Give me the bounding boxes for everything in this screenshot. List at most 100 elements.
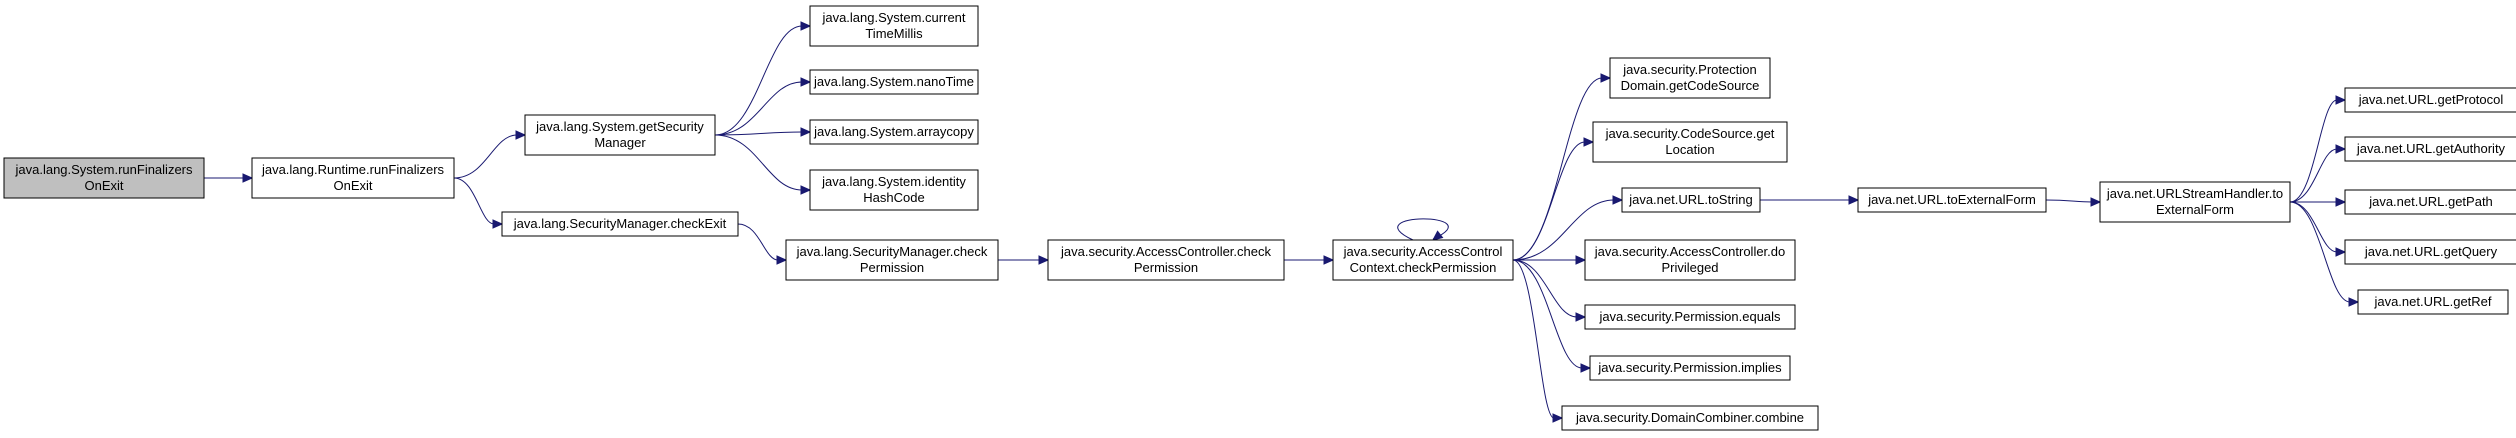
node-label: java.lang.System.arraycopy	[813, 124, 974, 139]
edge-line	[2289, 201, 2351, 303]
node-java-lang-securitymanager-checkpermission[interactable]: java.lang.SecurityManager.checkPermissio…	[785, 239, 999, 281]
edge-arrowhead	[1575, 255, 1587, 265]
node-label: java.net.URL.getProtocol	[2358, 92, 2504, 107]
edge-n_ush-to-n_gquery	[2289, 201, 2347, 257]
edge-line	[1512, 199, 1615, 261]
node-label: java.security.AccessController.check	[1060, 244, 1272, 259]
edge-line	[714, 25, 803, 136]
node-box	[1592, 121, 1788, 163]
node-java-net-url-toexternalform[interactable]: java.net.URL.toExternalForm	[1857, 187, 2047, 213]
edge-n_rt-to-n_gsm	[453, 130, 527, 179]
node-box	[809, 169, 979, 211]
node-label: HashCode	[863, 190, 924, 205]
node-label: java.net.URL.getRef	[2373, 294, 2491, 309]
node-java-net-url-getquery[interactable]: java.net.URL.getQuery	[2344, 239, 2516, 265]
node-java-security-accesscontroller-doprivileged[interactable]: java.security.AccessController.doPrivile…	[1584, 239, 1796, 281]
node-label: java.security.Permission.implies	[1597, 360, 1782, 375]
node-java-security-permission-implies[interactable]: java.security.Permission.implies	[1589, 355, 1791, 381]
node-box	[2344, 189, 2516, 215]
node-label: Permission	[1134, 260, 1198, 275]
edge-n_gsm-to-n_ctm	[714, 21, 812, 136]
node-label: Privileged	[1661, 260, 1718, 275]
edge-line	[714, 81, 803, 136]
edge-n_acc_cp-to-n_ac_dp	[1513, 255, 1587, 265]
node-box	[809, 69, 979, 95]
node-java-security-accesscontrolcontext-checkpermission[interactable]: java.security.AccessControlContext.check…	[1332, 239, 1514, 281]
edge-line	[1512, 77, 1603, 261]
node-box	[3, 157, 205, 199]
edge-arrowhead	[1583, 137, 1595, 147]
edge-arrowhead	[492, 219, 504, 229]
edge-arrowhead	[2335, 247, 2347, 257]
node-box	[1621, 187, 1761, 213]
node-label: Domain.getCodeSource	[1621, 78, 1760, 93]
edge-n_acc_cp-to-n_perm_imp	[1512, 259, 1592, 373]
edge-arrowhead	[800, 127, 812, 137]
edge-arrowhead	[1580, 363, 1592, 373]
node-java-security-domaincombiner-combine[interactable]: java.security.DomainCombiner.combine	[1561, 405, 1819, 431]
node-java-net-url-getauthority[interactable]: java.net.URL.getAuthority	[2344, 136, 2516, 162]
edge-arrowhead	[2348, 297, 2360, 307]
node-box	[501, 211, 739, 237]
node-box	[2357, 289, 2509, 315]
node-java-lang-securitymanager-checkexit[interactable]: java.lang.SecurityManager.checkExit	[501, 211, 739, 237]
node-box	[2099, 181, 2291, 223]
node-label: java.net.URLStreamHandler.to	[2106, 186, 2283, 201]
edge-line	[453, 177, 495, 225]
node-label: ExternalForm	[2156, 202, 2234, 217]
edge-arrowhead	[800, 77, 812, 87]
node-box	[251, 157, 455, 199]
edge-n_url_tef-to-n_ush	[2045, 197, 2102, 207]
node-java-security-permission-equals[interactable]: java.security.Permission.equals	[1584, 304, 1796, 330]
edge-n_ush-to-n_gauth	[2289, 144, 2347, 203]
edge-n_sm_cp-to-n_ac_cp	[998, 255, 1050, 265]
edge-arrowhead	[2335, 197, 2347, 207]
node-label: java.lang.SecurityManager.check	[796, 244, 988, 259]
node-label: TimeMillis	[865, 26, 923, 41]
edge-arrowhead	[515, 130, 527, 140]
node-label: Permission	[860, 260, 924, 275]
node-label: java.security.AccessControl	[1343, 244, 1503, 259]
edge-arrowhead	[1323, 255, 1335, 265]
node-label: java.net.URL.getAuthority	[2356, 141, 2506, 156]
node-box	[1561, 405, 1819, 431]
node-box	[1857, 187, 2047, 213]
edge-line	[1512, 259, 1578, 318]
node-java-net-urlstreamhandler-toexternalform[interactable]: java.net.URLStreamHandler.toExternalForm	[2099, 181, 2291, 223]
edge-n_acc_cp-to-n_acc_cp	[1397, 218, 1449, 241]
node-box	[809, 5, 979, 47]
node-box	[1609, 57, 1771, 99]
node-java-lang-system-arraycopy[interactable]: java.lang.System.arraycopy	[809, 119, 979, 145]
node-label: java.lang.System.current	[821, 10, 965, 25]
node-java-net-url-tostring[interactable]: java.net.URL.toString	[1621, 187, 1761, 213]
node-java-net-url-getref[interactable]: java.net.URL.getRef	[2357, 289, 2509, 315]
node-label: java.net.URL.getPath	[2368, 194, 2493, 209]
edge-n_root-to-n_rt	[204, 173, 254, 183]
node-label: java.lang.SecurityManager.checkExit	[513, 216, 727, 231]
edge-arrowhead	[1600, 73, 1612, 83]
node-label: java.lang.System.identity	[821, 174, 966, 189]
edge-line	[1512, 141, 1586, 261]
node-label: java.security.AccessController.do	[1594, 244, 1786, 259]
edge-n_acc_cp-to-n_perm_eq	[1512, 259, 1587, 322]
node-label: java.lang.Runtime.runFinalizers	[261, 162, 445, 177]
node-box	[2344, 239, 2516, 265]
edge-n_gsm-to-n_ihc	[714, 134, 812, 195]
node-java-security-accesscontroller-checkpermission[interactable]: java.security.AccessController.checkPerm…	[1047, 239, 1285, 281]
node-java-net-url-getpath[interactable]: java.net.URL.getPath	[2344, 189, 2516, 215]
node-box	[2344, 136, 2516, 162]
node-java-net-url-getprotocol[interactable]: java.net.URL.getProtocol	[2344, 87, 2516, 113]
edge-line	[737, 223, 779, 261]
node-box	[1589, 355, 1791, 381]
node-java-security-protectiondomain-getcodesource[interactable]: java.security.ProtectionDomain.getCodeSo…	[1609, 57, 1771, 99]
node-label: Manager	[594, 135, 646, 150]
node-java-lang-system-nanotime[interactable]: java.lang.System.nanoTime	[809, 69, 979, 95]
